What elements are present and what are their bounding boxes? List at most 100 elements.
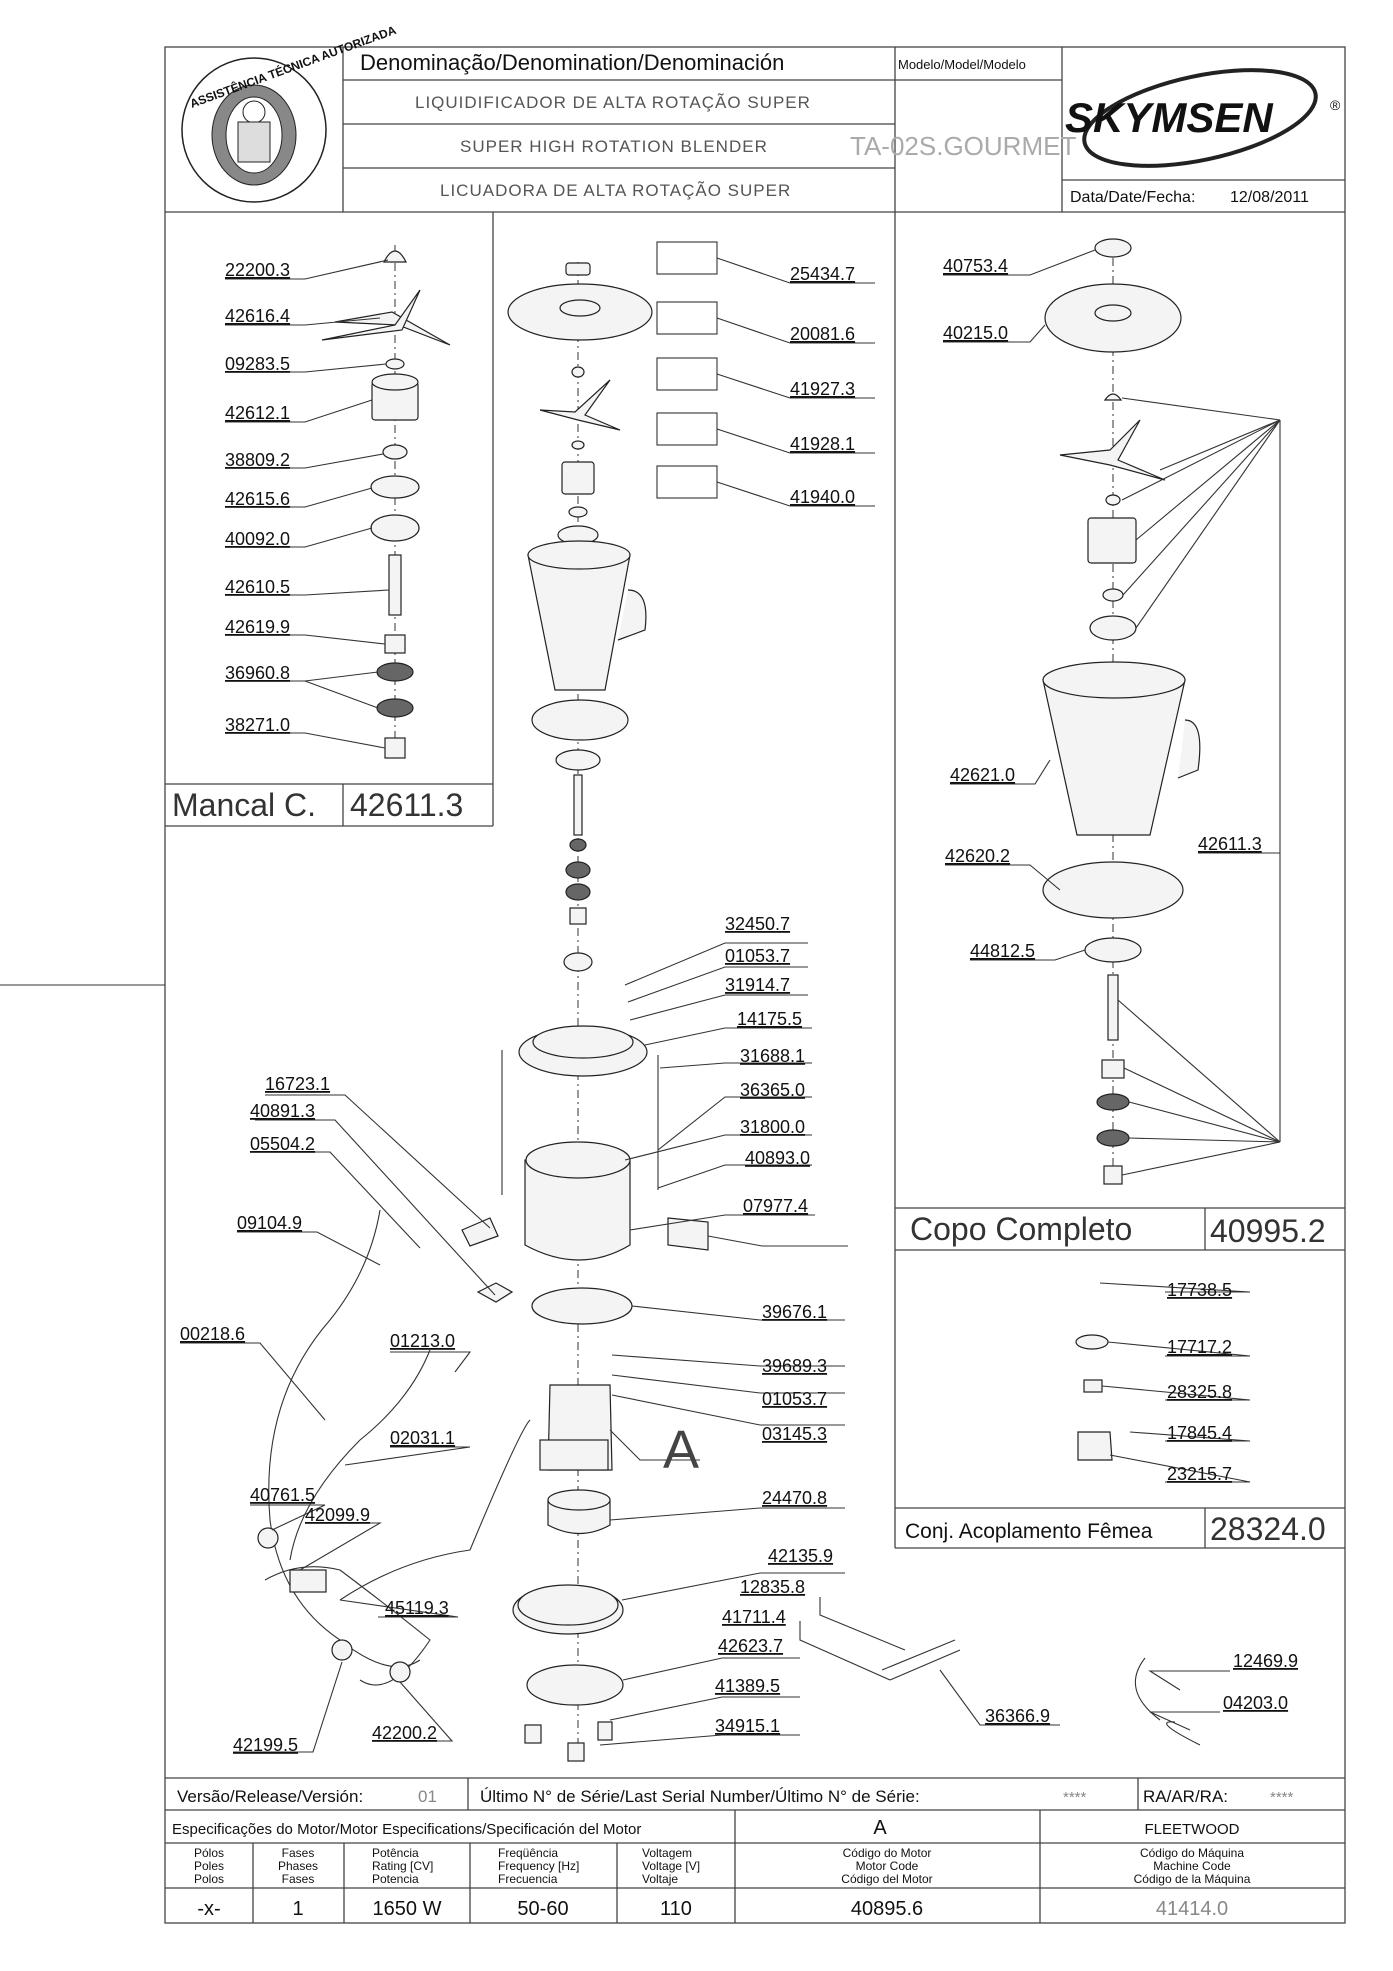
col-header: Machine Code — [1153, 1859, 1231, 1873]
version-label: Versão/Release/Versión: — [177, 1787, 363, 1806]
copo-code: 40995.2 — [1210, 1213, 1326, 1249]
part-label: 42619.9 — [225, 617, 290, 637]
copo-parts — [1042, 238, 1201, 1185]
part-label: 01053.7 — [725, 946, 790, 966]
part-label: 42135.9 — [768, 1546, 833, 1566]
copo-title: Copo Completo — [910, 1211, 1132, 1247]
part-label: 40893.0 — [745, 1148, 810, 1168]
part-label: 36365.0 — [740, 1080, 805, 1100]
col-header: Código de la Máquina — [1134, 1872, 1251, 1886]
skymsen-logo: SKYMSEN ® — [1065, 68, 1341, 168]
part-label: 32450.7 — [725, 914, 790, 934]
reference-boxes — [656, 241, 718, 499]
part-label: 24470.8 — [762, 1488, 827, 1508]
name-en: SUPER HIGH ROTATION BLENDER — [460, 137, 768, 156]
ra-label: RA/AR/RA: — [1143, 1787, 1228, 1806]
part-label: 42620.2 — [945, 846, 1010, 866]
serial-value: **** — [1063, 1789, 1087, 1806]
acoplamento-code: 28324.0 — [1210, 1511, 1326, 1547]
model-label: Modelo/Model/Modelo — [898, 57, 1026, 72]
part-label: 31688.1 — [740, 1046, 805, 1066]
brand-mark: ® — [1330, 97, 1341, 113]
part-label: 41711.4 — [722, 1607, 786, 1627]
col-header: Código do Máquina — [1140, 1846, 1244, 1860]
part-label: 05504.2 — [250, 1134, 315, 1154]
motor-mark: A — [663, 1420, 699, 1480]
part-label: 42200.2 — [372, 1723, 437, 1743]
manufacturer: FLEETWOOD — [1144, 1821, 1239, 1838]
mancal-code: 42611.3 — [350, 787, 463, 823]
part-label: 02031.1 — [390, 1428, 455, 1448]
part-label: 42615.6 — [225, 489, 290, 509]
part-label: 42611.3 — [1198, 834, 1262, 854]
mancal-title: Mancal C. — [172, 787, 316, 823]
col-header: Código del Motor — [841, 1872, 932, 1886]
mancal-parts — [321, 245, 451, 760]
part-label: 38809.2 — [225, 450, 290, 470]
part-label: 42099.9 — [305, 1505, 370, 1525]
motor-spec-label: Especificações do Motor/Motor Especifica… — [172, 1821, 641, 1838]
part-label: 42616.4 — [225, 306, 290, 326]
brand-name: SKYMSEN — [1065, 94, 1274, 141]
name-pt: LIQUIDIFICADOR DE ALTA ROTAÇÃO SUPER — [415, 93, 811, 112]
col-header: Voltage [V] — [642, 1859, 700, 1873]
col-header: Potencia — [372, 1872, 419, 1886]
poles-value: -x- — [197, 1898, 220, 1920]
part-label: 39689.3 — [762, 1356, 827, 1376]
part-label: 42612.1 — [225, 403, 290, 423]
part-label: 42610.5 — [225, 577, 290, 597]
part-label: 36366.9 — [985, 1706, 1050, 1726]
denomination-label: Denominação/Denomination/Denominación — [360, 50, 784, 75]
part-label: 44812.5 — [970, 941, 1035, 961]
motor-code-value: 40895.6 — [851, 1898, 923, 1920]
part-label: 40891.3 — [250, 1101, 315, 1121]
part-label: 20081.6 — [790, 324, 855, 344]
acoplamento-title: Conj. Acoplamento Fêmea — [905, 1520, 1153, 1543]
part-label: 38271.0 — [225, 715, 290, 735]
power-value: 1650 W — [373, 1898, 442, 1920]
col-header: Potência — [372, 1846, 419, 1860]
col-header: Pólos — [194, 1846, 224, 1860]
part-label: 28325.8 — [1167, 1382, 1232, 1402]
part-label: 41928.1 — [790, 434, 855, 454]
col-header: Frequency [Hz] — [498, 1859, 579, 1873]
part-label: 41940.0 — [790, 487, 855, 507]
part-label: 01213.0 — [390, 1331, 455, 1351]
col-header: Frecuencia — [498, 1872, 558, 1886]
part-label: 40215.0 — [943, 323, 1008, 343]
part-label: 25434.7 — [790, 264, 855, 284]
part-label: 40753.4 — [943, 256, 1008, 276]
part-label: 07977.4 — [743, 1196, 808, 1216]
part-label: 17717.2 — [1167, 1337, 1232, 1357]
part-label: 12469.9 — [1233, 1651, 1298, 1671]
part-label: 36960.8 — [225, 663, 290, 683]
part-label: 01053.7 — [762, 1389, 827, 1409]
date-label: Data/Date/Fecha: — [1070, 189, 1195, 206]
part-label: 03145.3 — [762, 1424, 827, 1444]
part-label: 09283.5 — [225, 354, 290, 374]
serial-label: Último N° de Série/Last Serial Number/Úl… — [480, 1787, 920, 1806]
assistencia-seal: ASSISTÊNCIA TÉCNICA AUTORIZADA — [181, 22, 398, 203]
col-header: Fases — [282, 1846, 315, 1860]
version-value: 01 — [418, 1787, 437, 1806]
voltage-value: 110 — [660, 1898, 692, 1920]
part-label: 45119.3 — [385, 1598, 449, 1618]
part-label: 16723.1 — [265, 1074, 330, 1094]
part-label: 41389.5 — [715, 1676, 780, 1696]
part-label: 40092.0 — [225, 529, 290, 549]
part-label: 22200.3 — [225, 260, 290, 280]
part-labels: 22200.3 42616.4 09283.5 42612.1 38809.2 … — [180, 256, 1298, 1755]
part-label: 17845.4 — [1167, 1423, 1232, 1443]
part-label: 42621.0 — [950, 765, 1015, 785]
central-parts — [257, 262, 1201, 1762]
part-label: 17738.5 — [1167, 1280, 1232, 1300]
leader-lines — [180, 249, 1281, 1753]
date-value: 12/08/2011 — [1230, 189, 1309, 206]
part-label: 40761.5 — [250, 1485, 315, 1505]
col-header: Voltagem — [642, 1846, 692, 1860]
part-label: 00218.6 — [180, 1324, 245, 1344]
name-es: LICUADORA DE ALTA ROTAÇÃO SUPER — [440, 181, 791, 200]
col-header: Motor Code — [856, 1859, 919, 1873]
part-label: 31914.7 — [725, 975, 790, 995]
